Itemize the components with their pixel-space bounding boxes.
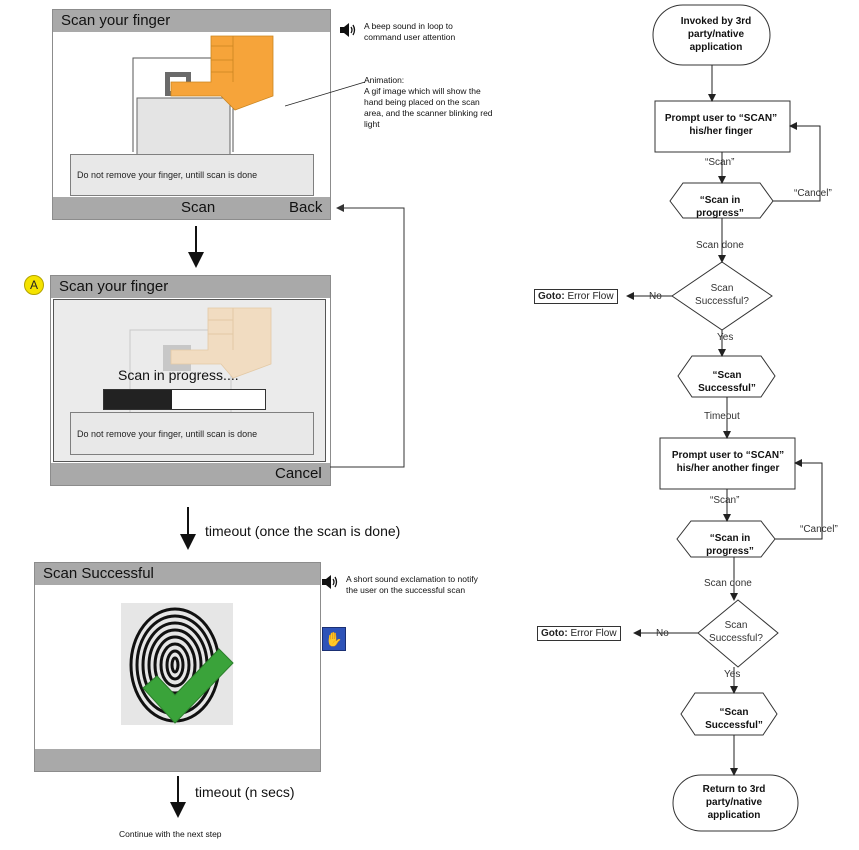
flow-decision-2: Scan Successful? [709, 620, 763, 644]
goto-prefix: Goto: [541, 628, 568, 639]
timeout-n-label: timeout (n secs) [195, 784, 295, 800]
success-sound-annotation: A short sound exclamation to notify the … [346, 574, 478, 595]
progress-fill [104, 390, 172, 409]
flow-scan-done-2: Scan done [704, 578, 752, 589]
animation-leader-line [285, 81, 366, 107]
flow-no-2: No [656, 628, 669, 639]
beep-annotation: A beep sound in loop to command user att… [364, 21, 456, 42]
flow-yes-1: Yes [717, 332, 734, 343]
flow-start: Invoked by 3rd party/native application [680, 16, 752, 53]
goto-error-flow-2[interactable]: Goto: Error Flow [537, 626, 621, 641]
flow-in-progress-2: “Scan in progress” [706, 533, 754, 557]
notice-box: Do not remove your finger, untill scan i… [70, 154, 314, 196]
progress-text: Scan in progress.... [118, 367, 239, 383]
cancel-softkey[interactable]: Cancel [275, 465, 322, 482]
flow-in-progress-1: “Scan in progress” [696, 195, 744, 219]
animation-annotation-body: A gif image which will show the hand bei… [364, 86, 493, 129]
bottom-bar [35, 749, 320, 771]
screen-title: Scan your finger [53, 10, 330, 32]
flow-scan-label-1: “Scan” [705, 157, 735, 168]
back-softkey[interactable]: Back [289, 199, 323, 216]
goto-prefix: Goto: [538, 291, 565, 302]
flow-scan-done-1: Scan done [696, 240, 744, 251]
screen-title: Scan your finger [51, 276, 330, 298]
flow-decision-1: Scan Successful? [695, 283, 749, 307]
left-flow-arrows [170, 204, 405, 818]
flow-scan-label-2: “Scan” [710, 495, 740, 506]
screen-scan-finger: Scan your finger Do not remove your fing… [52, 9, 331, 220]
scan-illustration-faded [129, 307, 272, 440]
speaker-icon [340, 23, 356, 37]
screen-marker-label: A [29, 278, 38, 292]
flow-prompt-2: Prompt user to “SCAN” his/her another fi… [671, 450, 785, 474]
flow-no-1: No [649, 291, 662, 302]
flow-yes-2: Yes [724, 669, 741, 680]
softkey-bar: Scan Back [53, 197, 330, 219]
goto-target: Error Flow [570, 628, 617, 639]
clapping-hands-icon: ✋ [322, 627, 346, 651]
flow-successful-1: “Scan Successful” [698, 370, 756, 394]
screen-title: Scan Successful [35, 563, 320, 585]
progress-bar [103, 389, 266, 410]
notice-box: Do not remove your finger, untill scan i… [70, 412, 314, 455]
speaker-icon [322, 575, 338, 589]
flow-cancel-label-2: “Cancel” [800, 524, 838, 535]
screen-scan-in-progress: Scan your finger Scan in progress.... Do… [50, 275, 331, 486]
animation-annotation-title: Animation: [364, 75, 405, 85]
goto-target: Error Flow [567, 291, 614, 302]
continue-label: Continue with the next step [119, 829, 222, 839]
timeout-scan-done-label: timeout (once the scan is done) [205, 523, 401, 539]
softkey-bar: Cancel [51, 463, 330, 485]
screen-marker: A [24, 275, 44, 295]
flow-successful-2: “Scan Successful” [705, 707, 763, 731]
flowchart-shapes [626, 4, 823, 832]
flow-end: Return to 3rd party/native application [702, 784, 766, 821]
flow-timeout: Timeout [704, 411, 740, 422]
goto-error-flow-1[interactable]: Goto: Error Flow [534, 289, 618, 304]
checkmark-icon [142, 648, 234, 724]
flow-prompt-1: Prompt user to “SCAN” his/her finger [664, 113, 778, 137]
scan-softkey[interactable]: Scan [181, 199, 216, 216]
flow-cancel-label-1: “Cancel” [794, 188, 832, 199]
screen-scan-successful: Scan Successful [34, 562, 321, 772]
scan-illustration [132, 35, 274, 157]
